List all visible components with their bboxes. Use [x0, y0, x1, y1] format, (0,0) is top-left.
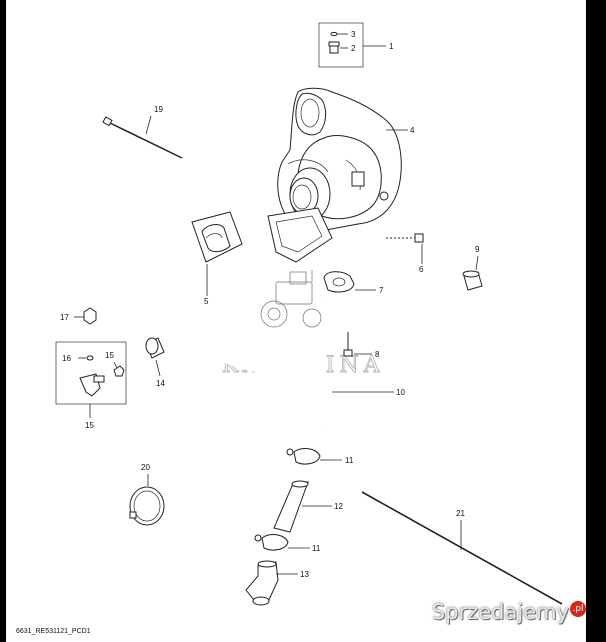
bolt-8	[343, 332, 372, 357]
rod-21	[361, 491, 563, 605]
brand-name: Sprzedajemy	[431, 600, 569, 624]
part-15-group	[55, 341, 127, 418]
callout-14: 14	[156, 379, 165, 388]
callout-10: 10	[396, 388, 405, 397]
clamp-11-upper	[286, 448, 342, 465]
brand-watermark: Sprzedajemy.pl	[432, 600, 586, 624]
callout-8: 8	[375, 350, 380, 359]
callout-21: 21	[456, 509, 465, 518]
callout-17: 16	[62, 354, 71, 363]
diagram-sheet: KARETINA	[6, 0, 586, 642]
clamp-11-lower	[254, 534, 310, 551]
callout-7: 7	[379, 286, 384, 295]
callout-12: 12	[334, 502, 343, 511]
part-19-rod	[102, 115, 183, 159]
brand-suffix-badge: .pl	[570, 601, 586, 617]
callout-15: 15	[85, 421, 94, 430]
elbow-13	[245, 560, 298, 606]
exploded-parts-diagram: KARETINA	[55, 22, 563, 606]
callout-9: 9	[475, 245, 480, 254]
gasket-5	[191, 211, 243, 296]
callout-6: 6	[419, 265, 424, 274]
callout-5: 5	[204, 297, 209, 306]
callout-20: 20	[141, 463, 150, 472]
ring-20	[129, 474, 165, 526]
callout-16: 15	[105, 351, 114, 360]
part-9-cap	[462, 255, 483, 291]
hose-12	[273, 480, 332, 533]
part-1-group	[318, 22, 386, 68]
turbocharger	[267, 87, 408, 263]
callout-1: 1	[389, 42, 394, 51]
oil-return-pipe-10	[215, 294, 394, 429]
callout-2: 2	[351, 44, 356, 53]
gasket-7	[323, 271, 376, 293]
fitting-14	[145, 337, 165, 377]
callout-4: 4	[410, 126, 415, 135]
callout-13: 13	[300, 570, 309, 579]
callout-19: 19	[154, 105, 163, 114]
callout-labels: 3 2 1 19 4 9 6 7 5 17 8 15 16 14 10 15 1…	[60, 30, 480, 579]
nut-18	[74, 307, 97, 325]
callout-11-lower: 11	[312, 544, 321, 553]
callout-3: 3	[351, 30, 356, 39]
callout-11-upper: 11	[345, 456, 354, 465]
callout-18: 17	[60, 313, 69, 322]
bolt-6	[386, 233, 424, 264]
drawing-code: 6631_RE531121_PCD1	[16, 628, 91, 635]
